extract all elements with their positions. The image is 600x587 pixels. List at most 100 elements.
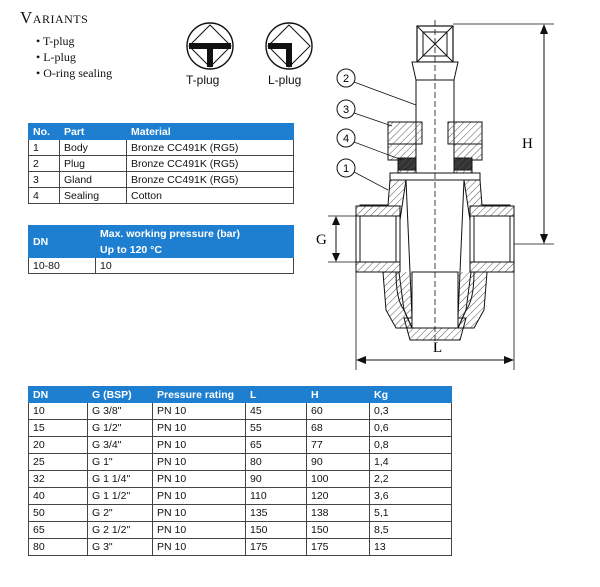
table-cell: 150 xyxy=(245,521,307,539)
variants-title: Variants xyxy=(20,8,89,27)
table-cell: 3 xyxy=(28,171,60,188)
table-cell: PN 10 xyxy=(152,453,246,471)
column-header: DN xyxy=(28,225,96,258)
table-cell: 40 xyxy=(28,487,88,505)
table-cell: 15 xyxy=(28,419,88,437)
column-header: Pressure rating xyxy=(152,386,246,403)
table-cell: 2 xyxy=(28,155,60,172)
table-cell: G 3" xyxy=(87,538,153,556)
table-cell: 175 xyxy=(306,538,370,556)
column-header: G (BSP) xyxy=(87,386,153,403)
table-cell: 55 xyxy=(245,419,307,437)
table-cell: 20 xyxy=(28,436,88,454)
table-header-row: DN Max. working pressure (bar) xyxy=(28,225,294,258)
callout-2: 2 xyxy=(343,73,349,85)
table-row: 4 Sealing Cotton xyxy=(28,187,294,204)
callout-1: 1 xyxy=(343,163,349,175)
variants-list: T-plug L-plug O-ring sealing xyxy=(36,33,112,81)
dimension-h-label: H xyxy=(522,136,533,152)
table-cell: PN 10 xyxy=(152,470,246,488)
column-header: Max. working pressure (bar) xyxy=(95,225,294,242)
column-subheader: Up to 120 °C xyxy=(95,241,294,258)
table-cell: G 1 1/2" xyxy=(87,487,153,505)
table-cell: 10-80 xyxy=(28,257,96,274)
table-cell: 80 xyxy=(28,538,88,556)
table-cell: 45 xyxy=(245,402,307,420)
table-cell: 120 xyxy=(306,487,370,505)
table-cell: 10 xyxy=(95,257,294,274)
parts-table: No. Part Material 1 Body Bronze CC491K (… xyxy=(28,123,294,204)
column-header: Material xyxy=(126,123,294,140)
table-cell: 77 xyxy=(306,436,370,454)
table-cell: 10 xyxy=(28,402,88,420)
dimension-l-label: L xyxy=(433,340,442,356)
table-cell: 0,6 xyxy=(369,419,452,437)
dimension-g-label: G xyxy=(316,232,327,248)
table-subheader-row: Up to 120 °C xyxy=(29,241,294,258)
table-cell: G 3/4" xyxy=(87,436,153,454)
variant-item: O-ring sealing xyxy=(36,65,112,81)
table-cell: 100 xyxy=(306,470,370,488)
table-cell: G 1" xyxy=(87,453,153,471)
table-cell: PN 10 xyxy=(152,504,246,522)
table-cell: 32 xyxy=(28,470,88,488)
table-cell: 65 xyxy=(28,521,88,539)
table-cell: Cotton xyxy=(126,187,294,204)
l-plug-label: L-plug xyxy=(268,73,302,87)
table-cell: 1,4 xyxy=(369,453,452,471)
table-cell: Bronze CC491K (RG5) xyxy=(126,139,294,156)
table-cell: 80 xyxy=(245,453,307,471)
table-cell: Bronze CC491K (RG5) xyxy=(126,155,294,172)
table-cell: 2,2 xyxy=(369,470,452,488)
table-cell: 25 xyxy=(28,453,88,471)
column-header: No. xyxy=(28,123,60,140)
table-cell: Sealing xyxy=(59,187,127,204)
column-header: DN xyxy=(28,386,88,403)
table-cell: G 1/2" xyxy=(87,419,153,437)
table-cell: G 3/8" xyxy=(87,402,153,420)
table-cell: 175 xyxy=(245,538,307,556)
table-row: 2 Plug Bronze CC491K (RG5) xyxy=(28,155,294,172)
table-cell: 90 xyxy=(245,470,307,488)
table-cell: PN 10 xyxy=(152,436,246,454)
table-cell: 4 xyxy=(28,187,60,204)
table-cell: 1 xyxy=(28,139,60,156)
table-cell: 50 xyxy=(28,504,88,522)
table-cell: PN 10 xyxy=(152,538,246,556)
table-cell: 0,8 xyxy=(369,436,452,454)
t-plug-icon xyxy=(186,22,234,70)
table-cell: 90 xyxy=(306,453,370,471)
table-cell: 138 xyxy=(306,504,370,522)
table-row: 1 Body Bronze CC491K (RG5) xyxy=(28,139,294,156)
table-header-row: DN G (BSP) Pressure rating L H Kg xyxy=(28,386,452,403)
table-cell: G 2" xyxy=(87,504,153,522)
table-header-row: No. Part Material xyxy=(28,123,294,140)
table-cell: G 2 1/2" xyxy=(87,521,153,539)
table-row: 3 Gland Bronze CC491K (RG5) xyxy=(28,171,294,188)
table-cell: 3,6 xyxy=(369,487,452,505)
table-cell: PN 10 xyxy=(152,402,246,420)
table-cell: 68 xyxy=(306,419,370,437)
callout-3: 3 xyxy=(343,104,349,116)
table-cell: 60 xyxy=(306,402,370,420)
pressure-table: DN Max. working pressure (bar) Up to 120… xyxy=(28,225,294,274)
table-cell: Body xyxy=(59,139,127,156)
column-header: Kg xyxy=(369,386,452,403)
table-cell: PN 10 xyxy=(152,521,246,539)
callout-4: 4 xyxy=(343,133,349,145)
table-cell: G 1 1/4" xyxy=(87,470,153,488)
table-cell: PN 10 xyxy=(152,487,246,505)
table-cell: 65 xyxy=(245,436,307,454)
table-cell: 0,3 xyxy=(369,402,452,420)
column-header: H xyxy=(306,386,370,403)
l-plug-icon xyxy=(265,22,313,70)
valve-cross-section-diagram: 2 3 4 1 H G L xyxy=(316,20,554,370)
